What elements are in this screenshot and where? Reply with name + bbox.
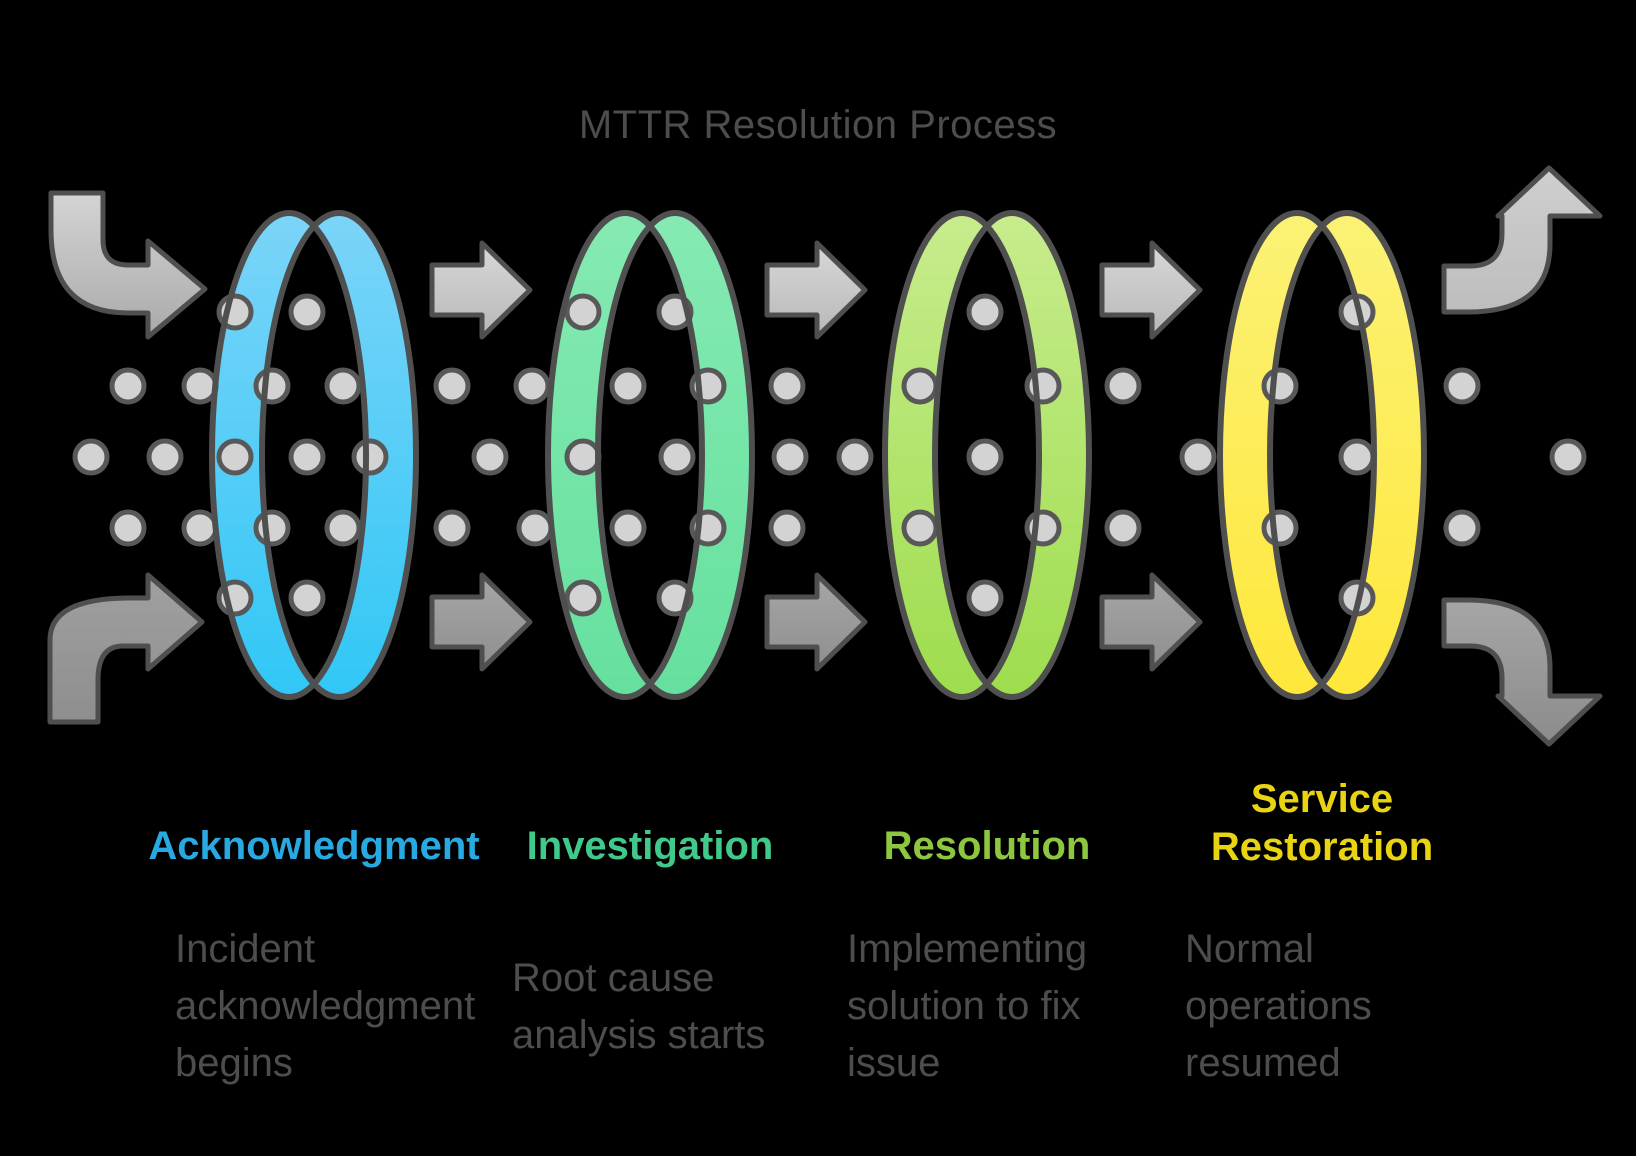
flow-dot: [1549, 438, 1587, 476]
flow-dot: [216, 438, 254, 476]
flow-arrow-top-3-icon: [1099, 240, 1203, 340]
flow-dot: [351, 438, 389, 476]
flow-dot: [324, 367, 362, 405]
ring-strokes-layer: [209, 210, 1427, 700]
stage-description-line: operations: [1185, 984, 1372, 1028]
flow-dot: [1179, 438, 1217, 476]
flow-arrow-bottom-1-icon: [429, 572, 533, 672]
flow-arrow-bottom-3-icon: [1099, 572, 1203, 672]
flow-dot: [288, 579, 326, 617]
flow-dot: [433, 367, 471, 405]
flow-dot: [966, 438, 1004, 476]
stage-description-line: solution to fix: [847, 984, 1081, 1028]
outflow-bottom-right-arrow-icon: [1441, 597, 1603, 747]
stage-label-acknowledgment: Acknowledgment: [104, 822, 524, 870]
stage-label-line: Acknowledgment: [148, 824, 480, 868]
stage-description-line: acknowledgment: [175, 984, 476, 1028]
flow-dot: [768, 367, 806, 405]
flow-dot: [966, 293, 1004, 331]
stage-description-line: issue: [847, 1041, 941, 1085]
stage-description-acknowledgment: Incident acknowledgment begins: [175, 921, 475, 1092]
flow-dot: [1261, 367, 1299, 405]
stage-label-resolution: Resolution: [777, 822, 1197, 870]
flow-dot: [433, 509, 471, 547]
stage-description-investigation: Root cause analysis starts: [512, 950, 765, 1064]
service-restoration-ring-outline: [1217, 210, 1427, 700]
flow-arrow-bottom-2-icon: [764, 572, 868, 672]
outflow-top-right-arrow-icon: [1441, 165, 1603, 315]
stage-label-line: Service: [1250, 777, 1394, 821]
flow-dot: [253, 367, 291, 405]
stage-label-line: Resolution: [883, 824, 1091, 868]
flow-dot: [1338, 438, 1376, 476]
service-restoration-ring: [1220, 213, 1424, 697]
flow-dot: [324, 509, 362, 547]
flow-dot: [564, 438, 602, 476]
flow-dot: [1104, 367, 1142, 405]
flow-dot: [471, 438, 509, 476]
dots-layer: [72, 293, 1587, 617]
flow-dot: [564, 579, 602, 617]
stage-label-line: Restoration: [1210, 825, 1434, 869]
stage-description-line: Root cause: [512, 956, 715, 1000]
flow-dot: [609, 509, 647, 547]
stage-description-resolution: Implementing solution to fix issue: [847, 921, 1087, 1092]
flow-arrow-top-1-icon: [429, 240, 533, 340]
stage-description-line: Incident: [175, 927, 316, 971]
page-title: MTTR Resolution Process: [578, 103, 1058, 147]
resolution-ring: [885, 213, 1089, 697]
investigation-ring-outline: [545, 210, 755, 700]
flow-dot: [109, 367, 147, 405]
stage-label-investigation: Investigation: [440, 822, 860, 870]
stage-description-line: Implementing: [847, 927, 1088, 971]
flow-dot: [901, 509, 939, 547]
flow-dot: [1261, 509, 1299, 547]
inflow-top-left-arrow-icon: [48, 190, 208, 340]
flow-dot: [288, 438, 326, 476]
flow-dot: [253, 509, 291, 547]
flow-dot: [768, 509, 806, 547]
flow-dot: [901, 367, 939, 405]
flow-dot: [146, 438, 184, 476]
flow-dot: [564, 293, 602, 331]
flow-dot: [609, 367, 647, 405]
stage-description-line: resumed: [1185, 1041, 1341, 1085]
flow-dot: [771, 438, 809, 476]
inflow-bottom-left-arrow-icon: [47, 572, 205, 725]
flow-dot: [288, 293, 326, 331]
stage-description-line: Normal: [1185, 927, 1314, 971]
flow-dot: [1104, 509, 1142, 547]
flow-dot: [1443, 509, 1481, 547]
flow-dot: [516, 509, 554, 547]
flow-arrow-top-2-icon: [764, 240, 868, 340]
stage-description-line: begins: [175, 1041, 293, 1085]
flow-dot: [513, 367, 551, 405]
resolution-ring-outline: [882, 210, 1092, 700]
stage-description-service-restoration: Normal operations resumed: [1185, 921, 1372, 1092]
stage-label-line: Investigation: [526, 824, 774, 868]
corner-arrows-layer: [47, 165, 1603, 747]
stage-description-line: analysis starts: [512, 1013, 766, 1057]
flow-dot: [1443, 367, 1481, 405]
flow-dot: [966, 579, 1004, 617]
acknowledgment-ring-outline: [209, 210, 419, 700]
flow-arrows-layer: [429, 240, 1203, 672]
flow-dot: [836, 438, 874, 476]
flow-dot: [72, 438, 110, 476]
flow-dot: [181, 509, 219, 547]
flow-dot: [109, 509, 147, 547]
flow-dot: [181, 367, 219, 405]
flow-dot: [658, 438, 696, 476]
